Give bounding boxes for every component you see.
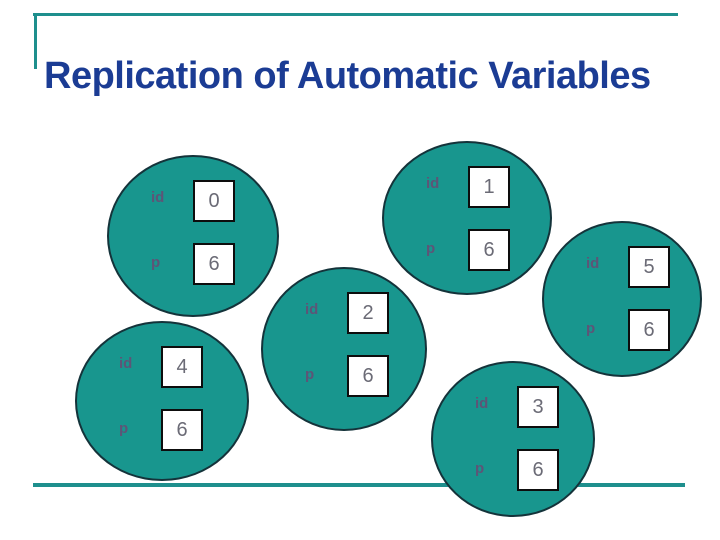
thread-circle-0: id 0 p 6: [107, 155, 279, 317]
id-value-box: 1: [468, 166, 510, 208]
id-variable-label: id: [119, 355, 133, 372]
p-value-box: 6: [468, 229, 510, 271]
p-value-box: 6: [347, 355, 389, 397]
id-variable-label: id: [426, 175, 440, 192]
p-value-box: 6: [628, 309, 670, 351]
id-value-box: 5: [628, 246, 670, 288]
id-value-box: 2: [347, 292, 389, 334]
p-value-box: 6: [161, 409, 203, 451]
thread-circle-2: id 2 p 6: [261, 267, 427, 431]
id-variable-label: id: [151, 189, 165, 206]
p-variable-label: p: [151, 254, 161, 271]
thread-circle-3: id 3 p 6: [431, 361, 595, 517]
title-bracket-line: [34, 13, 37, 69]
id-value-box: 4: [161, 346, 203, 388]
p-variable-label: p: [475, 460, 485, 477]
thread-circle-5: id 5 p 6: [542, 221, 702, 377]
id-value-box: 0: [193, 180, 235, 222]
p-value-box: 6: [517, 449, 559, 491]
p-value-box: 6: [193, 243, 235, 285]
id-variable-label: id: [305, 301, 319, 318]
slide-title: Replication of Automatic Variables: [44, 55, 651, 98]
id-value-box: 3: [517, 386, 559, 428]
id-variable-label: id: [475, 395, 489, 412]
thread-circle-4: id 4 p 6: [75, 321, 249, 481]
p-variable-label: p: [119, 420, 129, 437]
top-rule: [33, 13, 678, 16]
bottom-rule: [33, 483, 685, 487]
id-variable-label: id: [586, 255, 600, 272]
p-variable-label: p: [586, 320, 596, 337]
p-variable-label: p: [305, 366, 315, 383]
p-variable-label: p: [426, 240, 436, 257]
thread-circle-1: id 1 p 6: [382, 141, 552, 295]
